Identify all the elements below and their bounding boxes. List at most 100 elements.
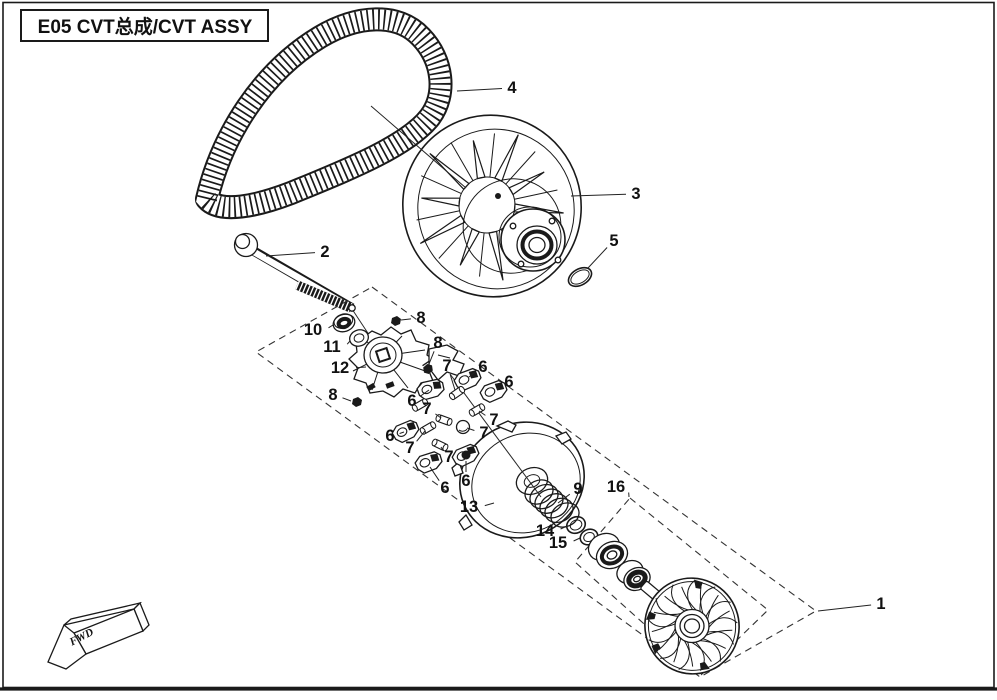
weight-dark-face xyxy=(461,450,471,460)
leader-line xyxy=(399,431,405,434)
callout-7: 7 xyxy=(422,400,442,419)
spacer-ring xyxy=(599,544,625,566)
part-cam-plate xyxy=(348,326,465,398)
lock-nut-body xyxy=(423,363,433,375)
belt-band xyxy=(196,9,451,218)
title-frame xyxy=(20,9,269,42)
callout-9: 9 xyxy=(557,480,583,504)
callout-6: 6 xyxy=(461,461,471,490)
callout-number: 16 xyxy=(607,478,625,496)
border-rect xyxy=(2,1,995,689)
callout-13: 13 xyxy=(460,498,495,516)
pulley-inner-rim xyxy=(417,128,575,290)
sheave-lug xyxy=(554,431,572,445)
title-box: E05 CVT总成/CVT ASSY xyxy=(20,9,269,42)
leader-line xyxy=(817,604,872,612)
hub-bolt-hole xyxy=(509,222,517,230)
fan-blade xyxy=(671,584,688,613)
washer14-outer xyxy=(565,515,587,535)
callout-6: 6 xyxy=(407,389,430,410)
callout-number: 6 xyxy=(407,392,416,410)
leader-line xyxy=(456,88,503,92)
callout-number: 6 xyxy=(461,472,470,490)
part-cvt-belt xyxy=(195,7,467,220)
pulley-bearing-ring xyxy=(520,229,554,261)
callout-11: 11 xyxy=(323,338,351,356)
leader-line xyxy=(468,371,476,378)
callout-7: 7 xyxy=(405,430,426,457)
leader-line xyxy=(416,430,426,442)
leader-line xyxy=(435,413,442,419)
axis-line xyxy=(449,373,542,498)
part-driven-pulley xyxy=(402,114,582,298)
spoke-line xyxy=(416,210,460,221)
fan-blades xyxy=(646,579,738,671)
part-lock-nut xyxy=(422,360,433,375)
leader-line xyxy=(429,466,440,481)
bolt-tip xyxy=(348,304,356,312)
spoke-ring xyxy=(458,176,516,234)
oring-outer xyxy=(567,266,593,288)
leader-line xyxy=(587,247,608,269)
fwd-arrow: FWD xyxy=(47,601,150,670)
spoke-line xyxy=(420,175,462,195)
callout-12: 12 xyxy=(331,359,367,377)
callout-number: 7 xyxy=(442,357,451,375)
leader-line xyxy=(420,389,430,397)
callout-2: 2 xyxy=(265,243,330,261)
part-oring xyxy=(567,266,593,288)
callout-number: 1 xyxy=(876,595,885,613)
washer-inner xyxy=(353,333,365,343)
leader-line xyxy=(342,397,352,402)
oring-inner xyxy=(570,269,590,285)
callout-number: 6 xyxy=(385,427,394,445)
spacer-bore xyxy=(633,575,641,583)
callout-10: 10 xyxy=(304,321,334,339)
callout-16: 16 xyxy=(607,478,630,498)
callout-7: 7 xyxy=(466,424,489,442)
spoke-line xyxy=(479,232,485,277)
callout-7: 7 xyxy=(478,410,499,429)
part-nut xyxy=(332,313,356,333)
hub-bolt-hole xyxy=(517,260,525,268)
sheave-lug xyxy=(458,513,473,531)
belt-leader-line xyxy=(370,105,467,189)
leader-line xyxy=(478,410,486,416)
cam-plate-arm xyxy=(428,344,465,381)
fan-blade xyxy=(687,580,695,612)
fan-dark-tab xyxy=(651,643,661,655)
fan-dark-tab xyxy=(694,579,703,589)
callout-15: 15 xyxy=(549,534,581,552)
pulley-hub-boss-edge xyxy=(498,206,562,268)
fan-hub-bore xyxy=(683,618,701,634)
roller-weight-cluster xyxy=(389,364,511,477)
pulley-bearing-bore xyxy=(528,236,546,254)
callout-number: 2 xyxy=(320,243,329,261)
nut-flange xyxy=(332,313,356,333)
leader-line xyxy=(440,446,444,451)
callout-1: 1 xyxy=(817,595,886,613)
part-fan-pulley xyxy=(644,577,740,675)
leader-line xyxy=(428,351,435,365)
callout-number: 15 xyxy=(549,534,567,552)
spoke-line xyxy=(514,189,558,200)
callout-number: 7 xyxy=(489,411,498,429)
page-title: E05 CVT总成/CVT ASSY xyxy=(38,15,253,38)
part-bolt xyxy=(233,232,384,357)
callout-number: 6 xyxy=(478,358,487,376)
callout-number: 6 xyxy=(504,373,513,391)
washer14-inner xyxy=(569,519,583,531)
part-lock-nut xyxy=(352,397,362,407)
fan-dark-tab xyxy=(646,611,656,620)
fan-dark-tab xyxy=(699,661,710,671)
callout-number: 13 xyxy=(460,498,478,516)
leader-line xyxy=(573,537,581,542)
callout-number: 10 xyxy=(304,321,322,339)
nut-bore xyxy=(336,316,352,330)
callout-6: 6 xyxy=(385,427,405,445)
fwd-arrow-head xyxy=(47,623,87,670)
sheave-lug xyxy=(495,420,517,433)
fan-blade xyxy=(699,586,716,614)
